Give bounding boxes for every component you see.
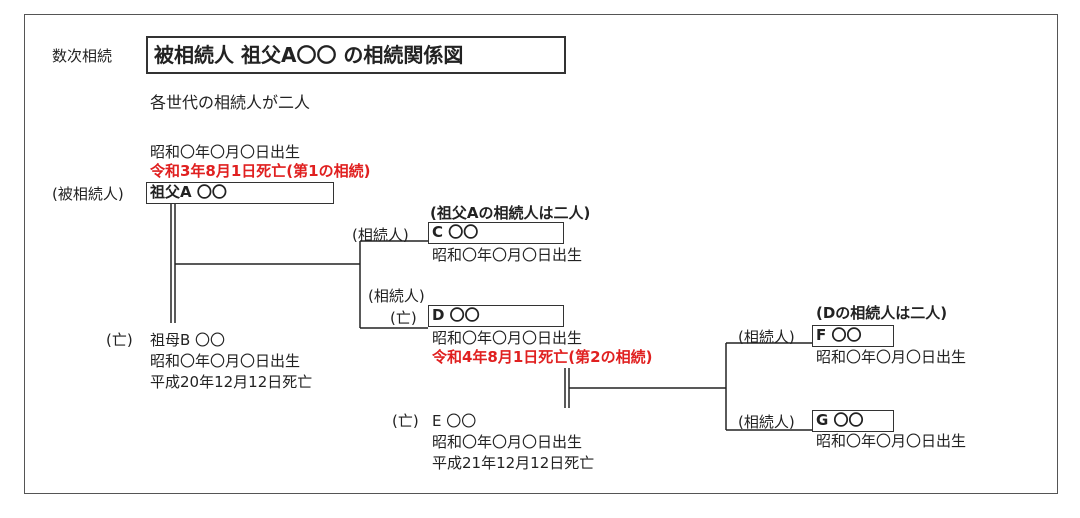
grandmother-name: 祖母B 〇〇 <box>150 331 226 349</box>
grandmother-death: 平成20年12月12日死亡 <box>150 373 313 391</box>
grandfather-birth: 昭和〇年〇月〇日出生 <box>150 143 301 161</box>
e-birth: 昭和〇年〇月〇日出生 <box>432 433 583 451</box>
heirs-of-a-note: (祖父Aの相続人は二人) <box>430 204 591 222</box>
d-name-box: D 〇〇 <box>428 305 564 327</box>
category-label: 数次相続 <box>52 47 113 65</box>
d-role-top: (相続人) <box>368 287 425 305</box>
grandfather-name-box: 祖父A 〇〇 <box>146 182 334 204</box>
e-death: 平成21年12月12日死亡 <box>432 454 595 472</box>
f-name-box: F 〇〇 <box>812 325 894 347</box>
d-role: (亡) <box>390 309 417 327</box>
diagram-frame <box>24 14 1058 494</box>
g-role: (相続人) <box>738 413 795 431</box>
c-name-box: C 〇〇 <box>428 222 564 244</box>
c-birth: 昭和〇年〇月〇日出生 <box>432 246 583 264</box>
f-birth: 昭和〇年〇月〇日出生 <box>816 348 967 366</box>
d-birth: 昭和〇年〇月〇日出生 <box>432 329 583 347</box>
page-title: 被相続人 祖父A〇〇 の相続関係図 <box>146 36 566 74</box>
e-role: (亡) <box>392 412 419 430</box>
f-role: (相続人) <box>738 328 795 346</box>
grandmother-role: (亡) <box>106 331 133 349</box>
grandmother-birth: 昭和〇年〇月〇日出生 <box>150 352 301 370</box>
e-name: E 〇〇 <box>432 412 477 430</box>
g-name-box: G 〇〇 <box>812 410 894 432</box>
c-role: (相続人) <box>352 226 409 244</box>
grandfather-role: (被相続人) <box>52 185 124 203</box>
grandfather-death: 令和3年8月1日死亡(第1の相続) <box>150 162 371 180</box>
subtitle: 各世代の相続人が二人 <box>150 93 311 112</box>
g-birth: 昭和〇年〇月〇日出生 <box>816 432 967 450</box>
d-death: 令和4年8月1日死亡(第2の相続) <box>432 348 653 366</box>
heirs-of-d-note: (Dの相続人は二人) <box>816 304 948 322</box>
